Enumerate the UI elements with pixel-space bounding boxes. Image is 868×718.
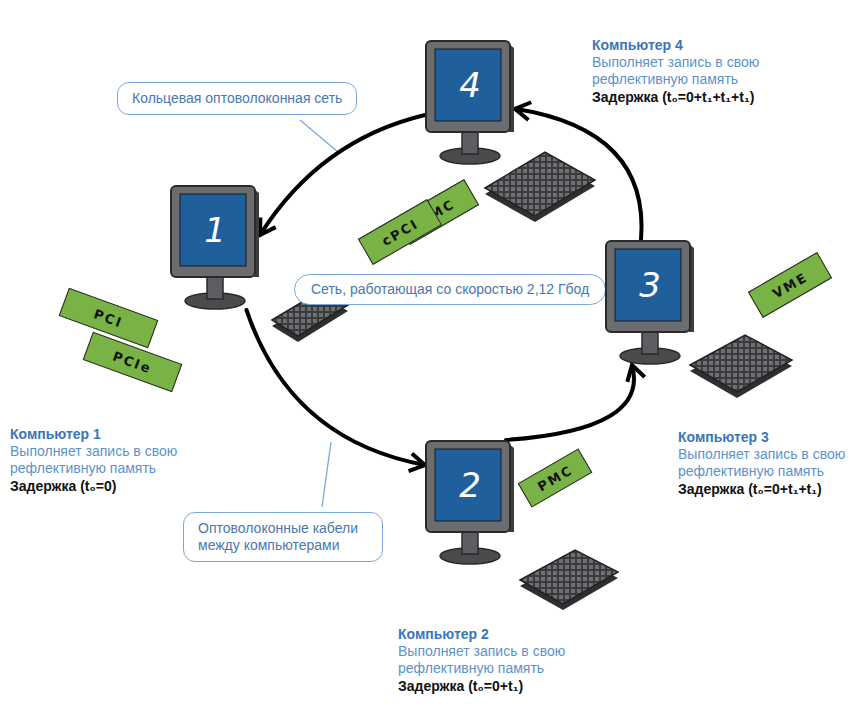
callout-text: Оптоволоконные кабели между компьютерами	[198, 520, 368, 554]
keyboard	[520, 550, 618, 610]
monitor-frame	[426, 41, 510, 132]
card-label: VME	[770, 269, 810, 301]
monitor-frame	[606, 241, 690, 332]
monitor-neck	[207, 277, 223, 299]
computer-heading: Компьютер 4	[592, 36, 812, 54]
leader-line	[322, 442, 331, 507]
monitor-node: 3	[605, 240, 695, 365]
callout-text: Сеть, работающая со скоростью 2,12 Гбод	[311, 281, 589, 298]
card-label: PCI	[91, 306, 124, 330]
card-label: PCIe	[110, 348, 153, 376]
bus-card: PMC	[518, 448, 593, 507]
callout-box: Оптоволоконные кабели между компьютерами	[183, 512, 383, 562]
keyboard	[485, 152, 595, 222]
delay-formula: Задержка (t₀=0+t₁+t₁)	[678, 480, 860, 498]
computer-description: Выполняет запись в свою рефлективную пам…	[10, 443, 195, 477]
callout-text: Кольцевая оптоволоконная сеть	[132, 90, 342, 107]
computer-description: Выполняет запись в свою рефлективную пам…	[678, 446, 860, 480]
monitor-number: 1	[182, 195, 248, 265]
monitor-neck	[462, 532, 478, 554]
ring-arrow	[506, 365, 634, 440]
monitor-frame	[171, 186, 255, 277]
ring-arrow	[247, 310, 426, 465]
delay-formula: Задержка (t₀=0)	[10, 477, 195, 495]
computer-caption: Компьютер 2Выполняет запись в свою рефле…	[398, 625, 598, 695]
monitor-neck	[642, 332, 658, 354]
computer-description: Выполняет запись в свою рефлективную пам…	[592, 54, 812, 88]
monitor-frame	[426, 441, 510, 532]
computer-caption: Компьютер 1Выполняет запись в свою рефле…	[10, 425, 195, 495]
monitor-number: 4	[437, 50, 503, 120]
callout-box: Сеть, работающая со скоростью 2,12 Гбод	[294, 274, 606, 305]
keyboard	[690, 335, 792, 398]
monitor-node: 4	[425, 40, 515, 165]
ring-arrow	[515, 109, 642, 240]
monitor-number: 3	[617, 250, 683, 320]
bus-card: cPCI	[358, 199, 442, 265]
leader-line	[300, 120, 338, 152]
delay-formula: Задержка (t₀=0+t₁)	[398, 677, 598, 695]
computer-description: Выполняет запись в свою рефлективную пам…	[398, 643, 598, 677]
monitor-node: 2	[425, 440, 515, 565]
computer-heading: Компьютер 2	[398, 625, 598, 643]
computer-heading: Компьютер 3	[678, 428, 860, 446]
monitor-number: 2	[437, 450, 503, 520]
computer-caption: Компьютер 4Выполняет запись в свою рефле…	[592, 36, 812, 106]
computer-caption: Компьютер 3Выполняет запись в свою рефле…	[678, 428, 860, 498]
callout-box: Кольцевая оптоволоконная сеть	[117, 82, 357, 115]
card-label: PMC	[535, 462, 575, 494]
card-label: cPCI	[379, 216, 421, 249]
delay-formula: Задержка (t₀=0+t₁+t₁+t₁)	[592, 88, 812, 106]
monitor-node: 1	[170, 185, 260, 310]
monitor-neck	[462, 132, 478, 154]
computer-heading: Компьютер 1	[10, 425, 195, 443]
bus-card: VME	[748, 252, 832, 318]
